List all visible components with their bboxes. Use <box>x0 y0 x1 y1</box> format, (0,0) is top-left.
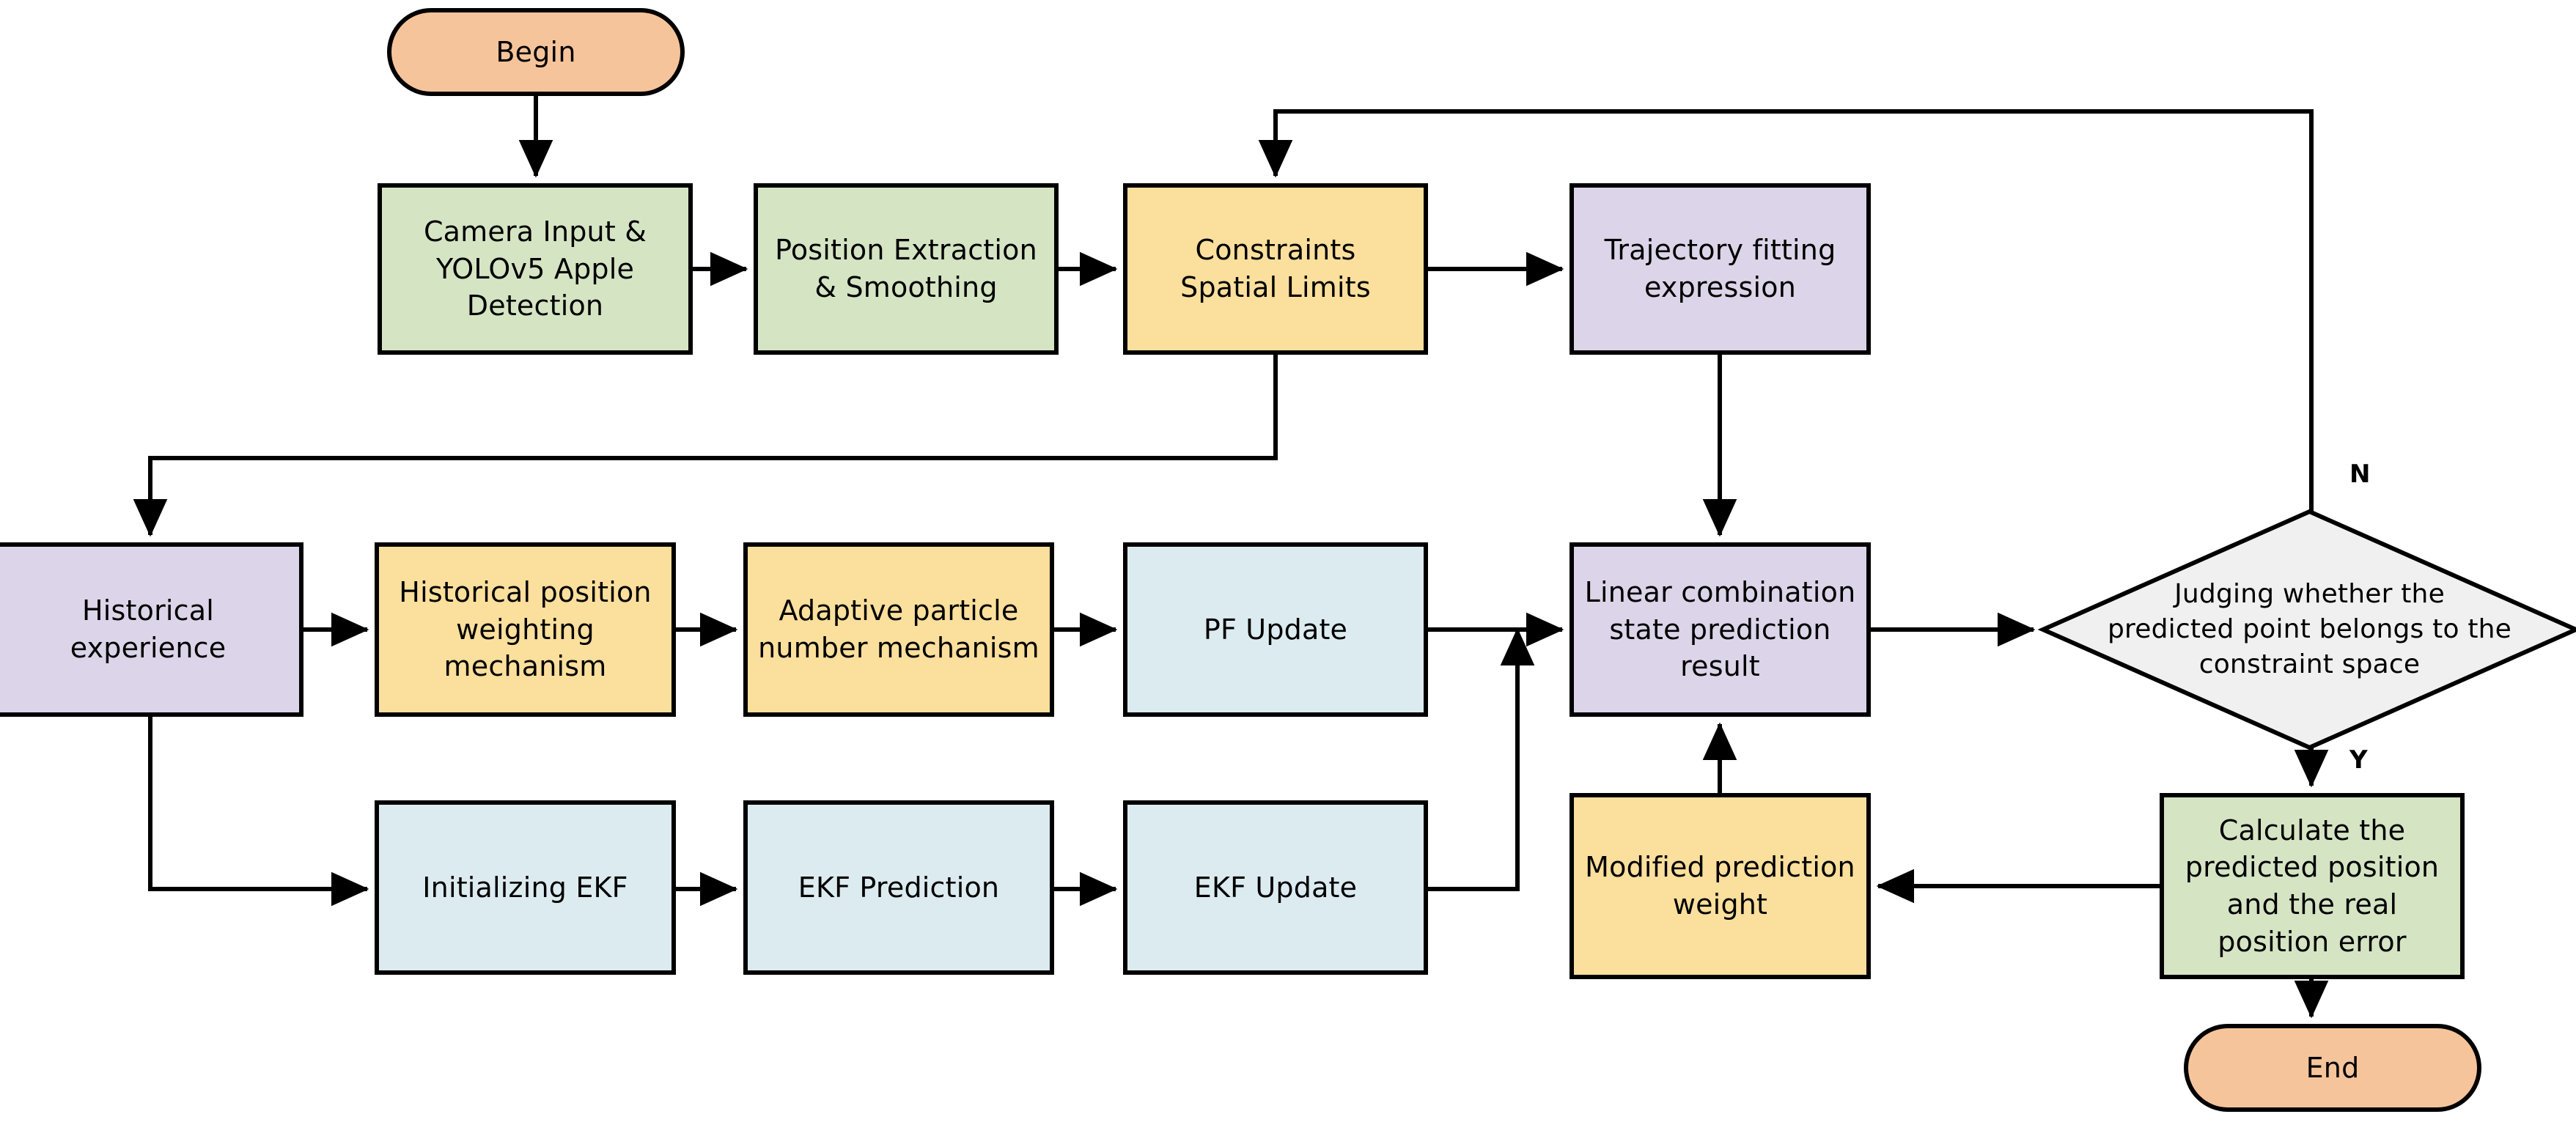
node-shape-end[interactable] <box>2184 1024 2481 1112</box>
node-shape-linear[interactable] <box>1569 542 1871 717</box>
node-shape-ekfpred[interactable] <box>743 800 1054 975</box>
node-shape-calculate[interactable] <box>2160 793 2465 979</box>
node-shape-ekfupd[interactable] <box>1123 800 1428 975</box>
node-shape-adaptive[interactable] <box>743 542 1054 717</box>
nodes-layer <box>0 8 2576 1112</box>
node-shape-histweight[interactable] <box>375 542 676 717</box>
edge-label-label-n: N <box>2349 460 2371 489</box>
node-shape-historical[interactable] <box>0 542 303 717</box>
node-shape-camera[interactable] <box>378 183 693 355</box>
edge-historical-to-initekf <box>148 715 369 907</box>
node-shape-position[interactable] <box>754 183 1059 355</box>
node-shape-modified[interactable] <box>1569 793 1871 979</box>
edge-ekfupd-to-linear <box>1426 627 1535 891</box>
node-shape-trajectory[interactable] <box>1569 183 1871 355</box>
node-shape-pfupdate[interactable] <box>1123 542 1428 717</box>
edges-layer <box>133 94 2329 1019</box>
edge-constraints-to-historical <box>133 353 1278 537</box>
node-shape-decision[interactable] <box>2037 509 2576 750</box>
node-shape-constraints[interactable] <box>1123 183 1428 355</box>
node-shape-initekf[interactable] <box>375 800 676 975</box>
edge-label-label-y: Y <box>2349 745 2368 775</box>
edge-decision-to-constraints <box>1258 109 2314 512</box>
node-shape-begin[interactable] <box>387 8 685 96</box>
